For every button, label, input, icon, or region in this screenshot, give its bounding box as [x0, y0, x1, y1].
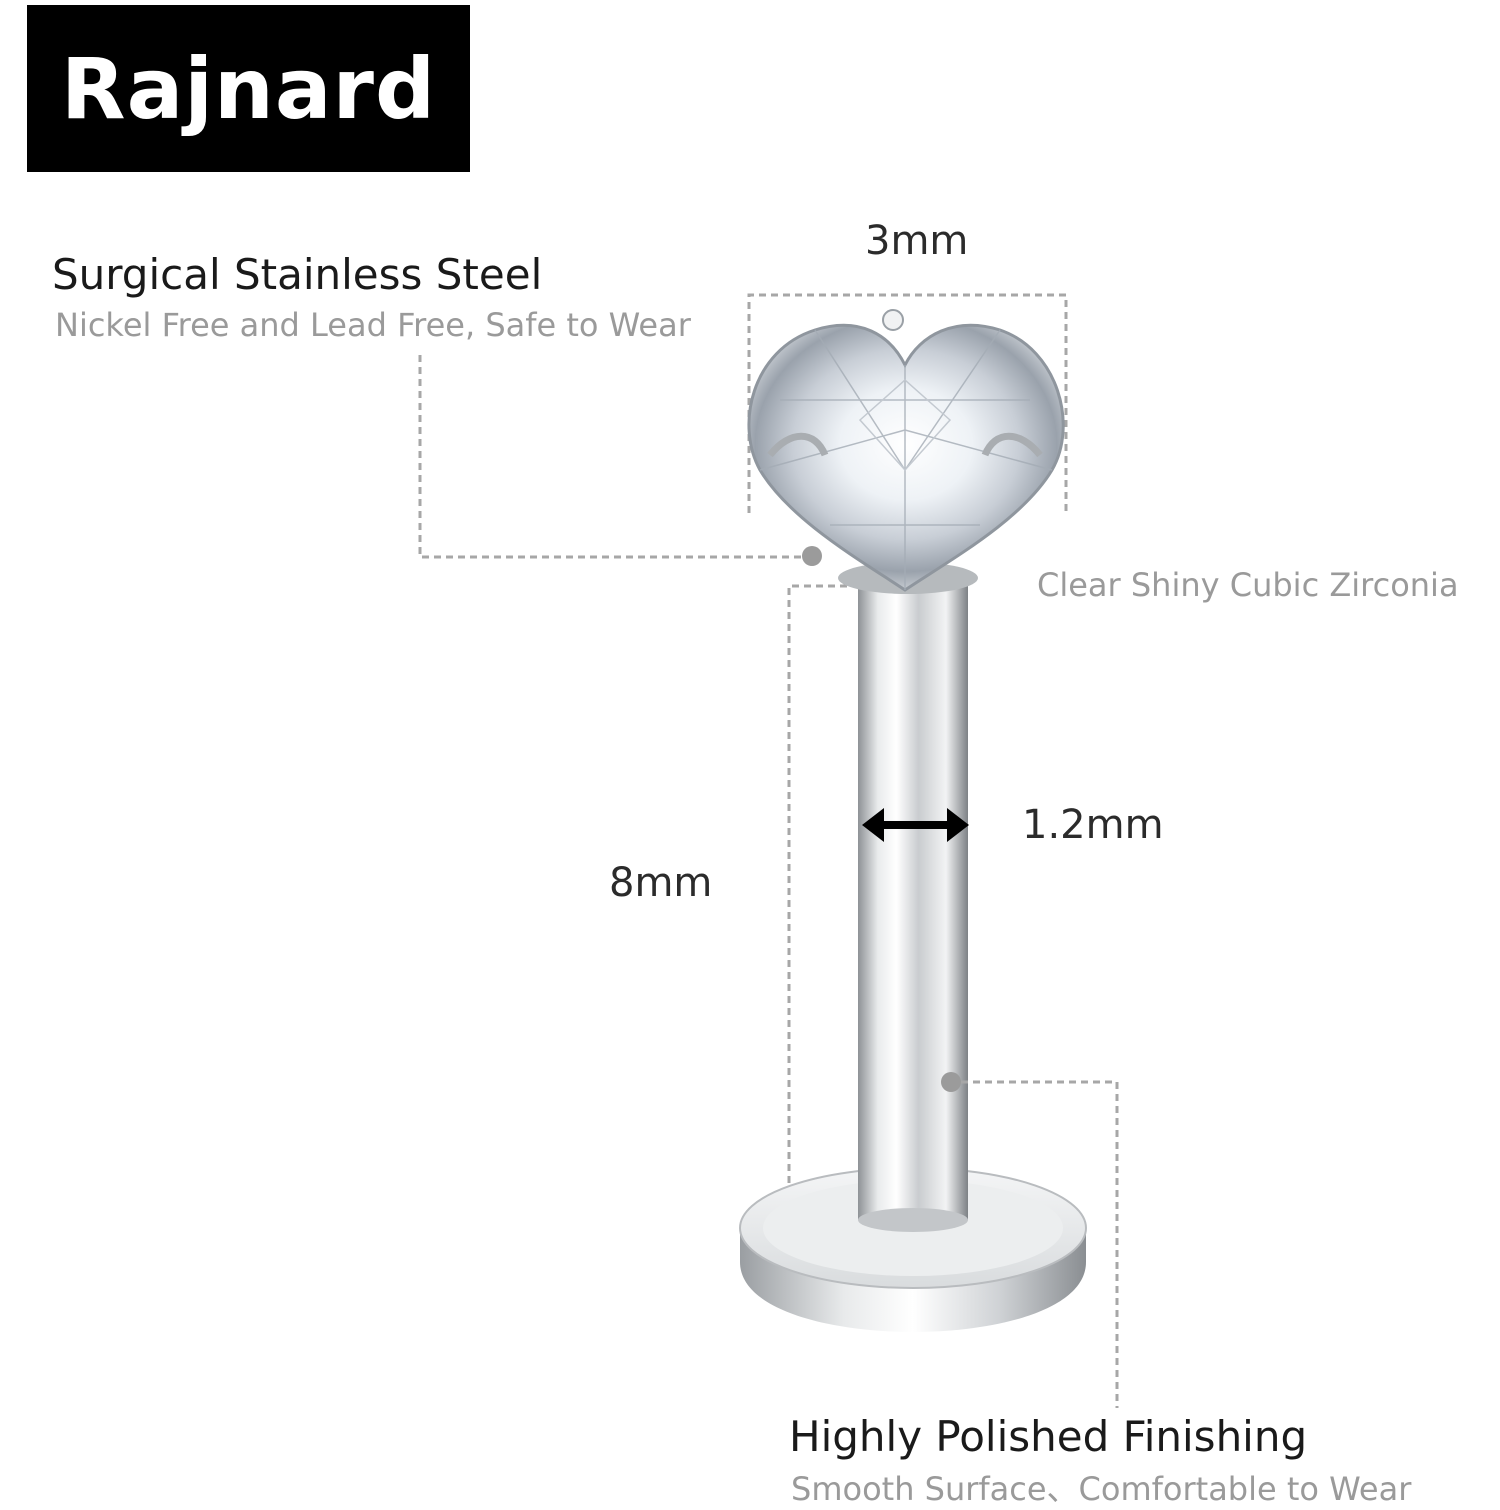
- brand-logo: Rajnard: [27, 5, 470, 172]
- stone-label: Clear Shiny Cubic Zirconia: [1037, 566, 1459, 604]
- top-width-label: 3mm: [865, 218, 969, 264]
- double-arrow-icon: [862, 808, 969, 842]
- material-title: Surgical Stainless Steel: [52, 250, 543, 299]
- heart-gem-icon: [747, 309, 1065, 592]
- finish-subtitle: Smooth Surface、Comfortable to Wear: [791, 1470, 1412, 1508]
- brand-name: Rajnard: [60, 39, 437, 138]
- bar-length-label: 8mm: [609, 860, 713, 906]
- finish-title: Highly Polished Finishing: [789, 1412, 1308, 1461]
- material-subtitle: Nickel Free and Lead Free, Safe to Wear: [55, 306, 691, 344]
- bar-diameter-label: 1.2mm: [1022, 802, 1164, 848]
